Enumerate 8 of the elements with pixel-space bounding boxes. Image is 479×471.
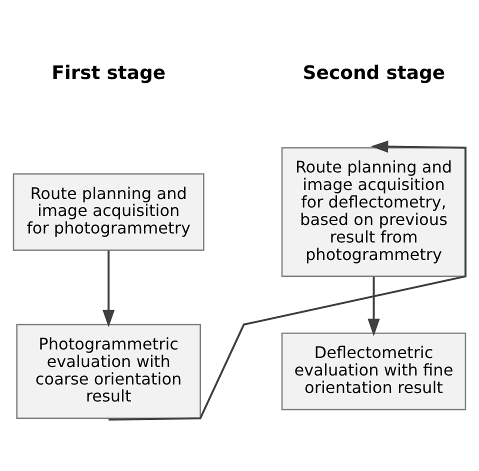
node-box: Route planning and image acquisition for deflectometry, based on previous result from photogrammetry <box>281 147 466 278</box>
node-box: Route planning and image acquisition for photogrammetry <box>12 173 204 251</box>
label: Second stage <box>302 63 446 84</box>
arrow <box>102 250 115 328</box>
node-box: Photogrammetric evaluation with coarse orientation result <box>16 324 201 419</box>
label: First stage <box>52 63 166 84</box>
arrow <box>368 276 380 336</box>
node-box: Deflectometric evaluation with fine orientation result <box>281 332 466 410</box>
